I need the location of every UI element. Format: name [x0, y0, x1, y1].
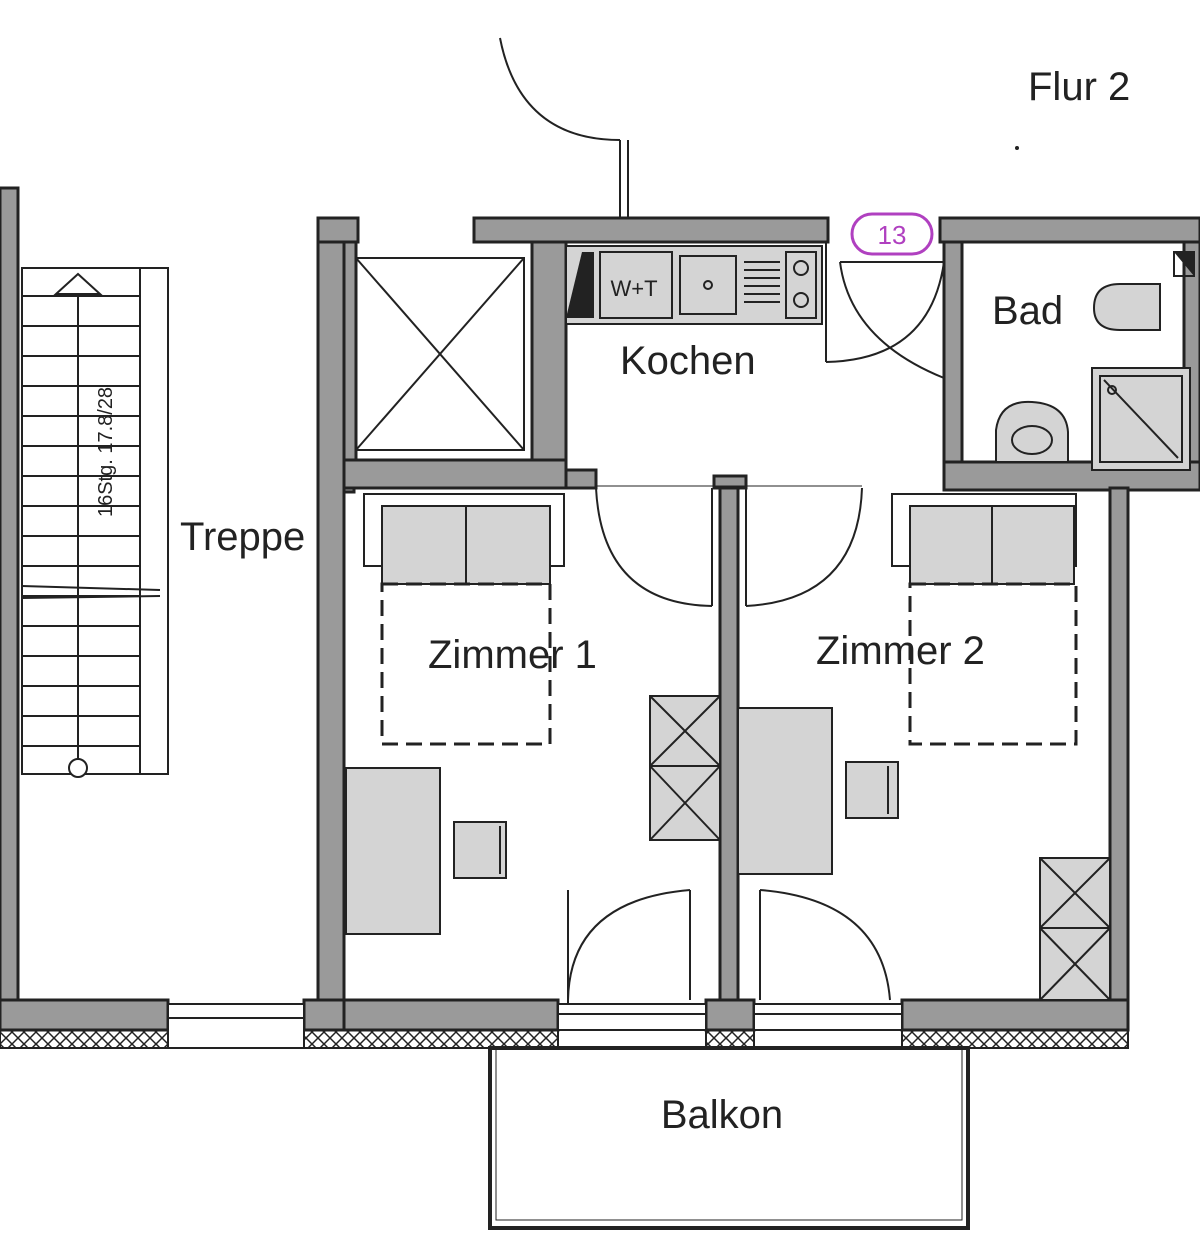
walls	[0, 186, 1200, 1032]
room1-wardrobe	[649, 695, 721, 841]
stairs-label: Treppe	[180, 515, 305, 559]
balcony-door-room2	[753, 889, 903, 1031]
room1-door	[595, 487, 713, 607]
staircase	[21, 267, 169, 778]
stair-annotation: 16Stg. 17.8/28	[95, 387, 117, 517]
room1-bed	[363, 493, 565, 746]
balcony	[488, 1046, 970, 1230]
room1-desk	[345, 767, 507, 935]
room2-desk	[737, 707, 899, 875]
corridor-label: Flur 2	[1028, 65, 1130, 109]
shaft	[355, 257, 525, 451]
washer-dryer-label: W+T	[610, 276, 657, 301]
room2-wardrobe	[1039, 857, 1111, 1001]
kitchen-label: Kochen	[620, 339, 756, 383]
room1-label: Zimmer 1	[428, 633, 597, 677]
bath-label: Bad	[992, 289, 1063, 333]
apartment-door	[825, 242, 945, 379]
balcony-door-room1	[557, 889, 707, 1031]
entry-door	[499, 37, 629, 218]
kitchen-counter	[565, 245, 823, 325]
stair-window	[167, 1003, 305, 1049]
room2-label: Zimmer 2	[816, 629, 985, 673]
balcony-label: Balkon	[661, 1093, 783, 1137]
room2-bed	[891, 493, 1078, 746]
unit-number: 13	[878, 220, 907, 250]
room2-door	[745, 487, 863, 607]
bathroom-fixtures	[995, 251, 1195, 471]
corridor-marker	[1015, 146, 1019, 150]
unit-number-badge	[850, 212, 934, 256]
